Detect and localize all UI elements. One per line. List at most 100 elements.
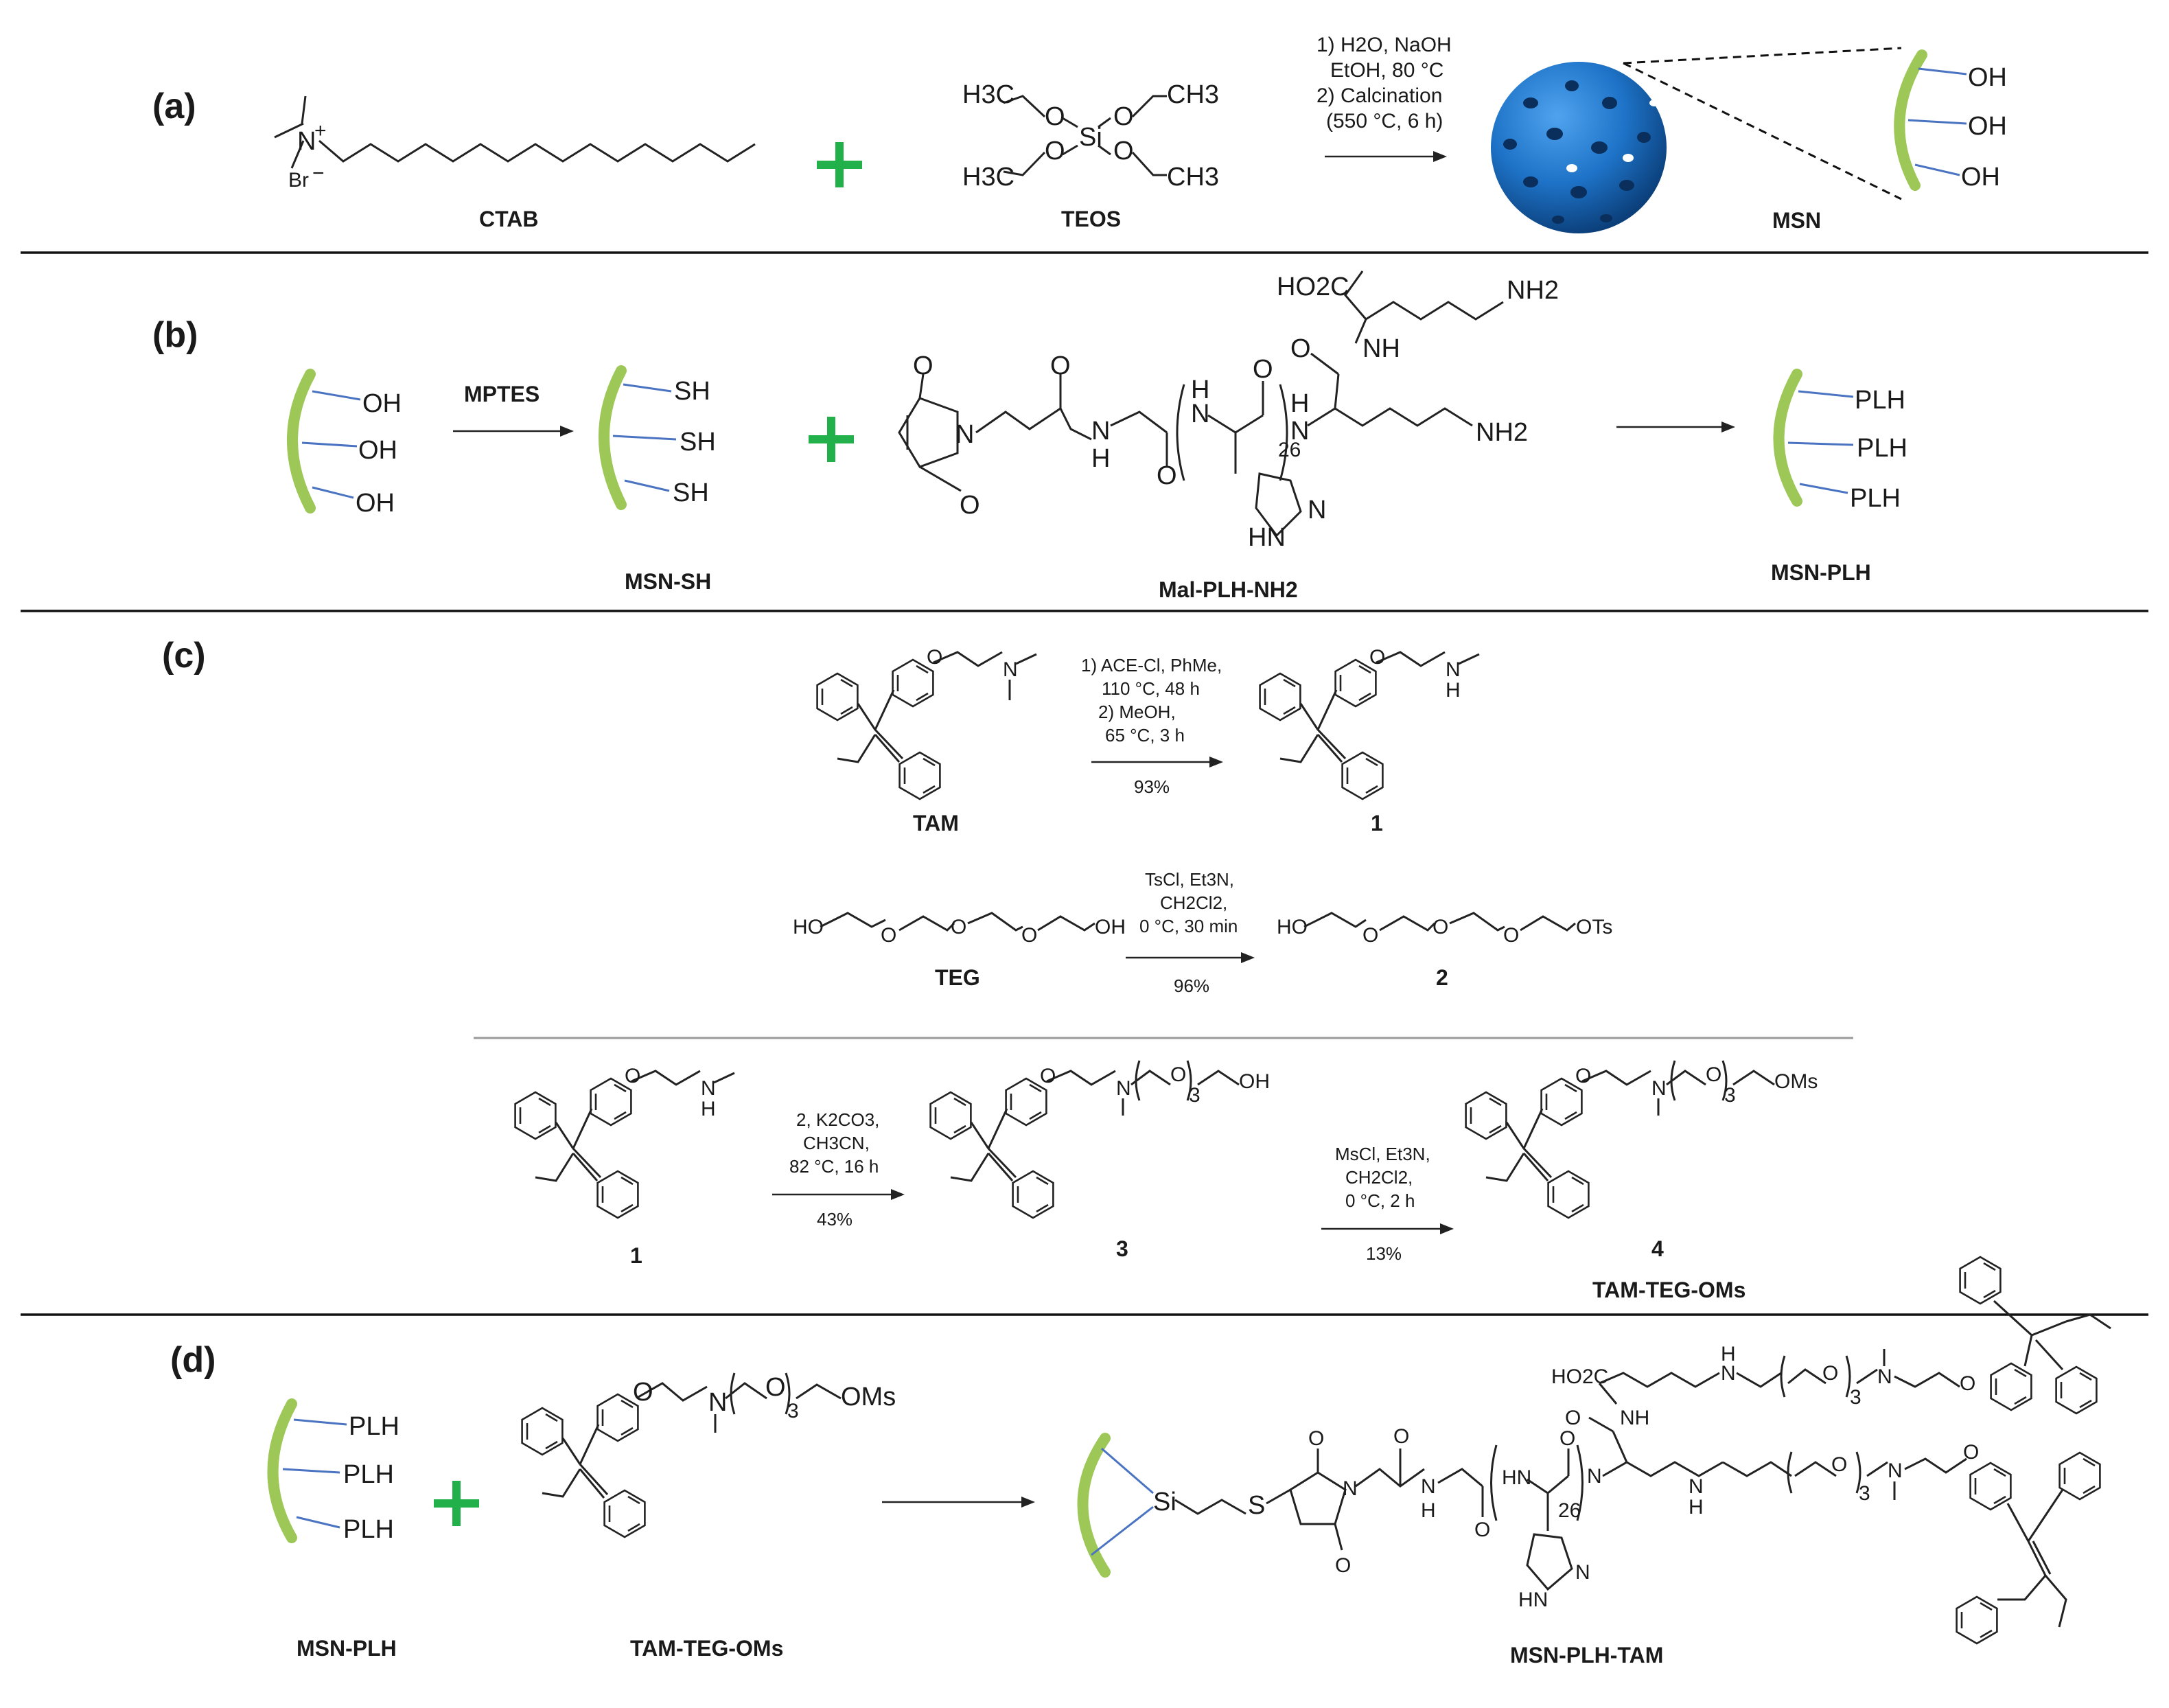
compound-2-structure: HO O O O OTs bbox=[1277, 912, 1612, 947]
b-plh-3: PLH bbox=[1850, 484, 1901, 513]
yield-c3b: 13% bbox=[1366, 1243, 1402, 1264]
cond-a-line4: (550 °C, 6 h) bbox=[1326, 110, 1443, 132]
tam-n: N bbox=[1003, 658, 1018, 681]
compound-1-structure: O N H bbox=[1259, 646, 1480, 800]
d-plh-2: PLH bbox=[343, 1460, 394, 1489]
product-o-repeat: O bbox=[1559, 1427, 1575, 1450]
product-s: S bbox=[1248, 1491, 1265, 1520]
yield-c2: 96% bbox=[1174, 976, 1209, 996]
mptes-reagent: MPTES bbox=[464, 382, 540, 406]
conditions-c2: TsCl, Et3N, CH2Cl2, 0 °C, 30 min 96% bbox=[1126, 869, 1255, 996]
teos-label: TEOS bbox=[1061, 207, 1121, 231]
d-tam-o: O bbox=[633, 1378, 653, 1407]
c1-h: H bbox=[1446, 679, 1461, 702]
product-nh-lys: NH bbox=[1620, 1407, 1649, 1429]
mal-plh-structure: O O N O N H O H N O 26 HN N H N NH2 O NH… bbox=[898, 270, 1559, 552]
ctab-plus-charge: + bbox=[314, 119, 327, 142]
cond-c1-line2: 110 °C, 48 h bbox=[1102, 678, 1200, 699]
teg-o3: O bbox=[1021, 924, 1037, 947]
product-o-upper: O bbox=[1960, 1372, 1975, 1395]
r3c1-o: O bbox=[625, 1065, 640, 1087]
conditions-c3a: 2, K2CO3, CH3CN, 82 °C, 16 h 43% bbox=[772, 1109, 905, 1230]
product-nh-1: N bbox=[1421, 1475, 1436, 1498]
product-o-peg-upper: O bbox=[1822, 1362, 1838, 1385]
msn-zoom-lines bbox=[1623, 47, 1902, 200]
c3-n: N bbox=[1116, 1077, 1131, 1100]
c1-o: O bbox=[1369, 646, 1385, 669]
plus-sign-b bbox=[809, 417, 854, 462]
conditions-c3b: MsCl, Et3N, CH2Cl2, 0 °C, 2 h 13% bbox=[1321, 1144, 1454, 1264]
mal-nh2-bottom: NH2 bbox=[1476, 418, 1528, 447]
product-n-lys: N bbox=[1587, 1465, 1602, 1488]
cond-c3b-line3: 0 °C, 2 h bbox=[1345, 1190, 1415, 1211]
msn-oh-3: OH bbox=[1961, 163, 2000, 192]
product-si: Si bbox=[1153, 1488, 1176, 1516]
d-tam-oms: OMs bbox=[841, 1383, 896, 1411]
msn-sphere bbox=[1491, 62, 1667, 233]
msn-surface-oh: OH OH OH bbox=[1894, 49, 2007, 192]
b-sh-3: SH bbox=[673, 478, 709, 507]
tam-structure: O N bbox=[816, 646, 1037, 800]
compound-3-label: 3 bbox=[1116, 1236, 1128, 1261]
product-hoc: HO2C bbox=[1551, 1365, 1608, 1388]
c3-o-peg: O bbox=[1170, 1063, 1186, 1086]
mal-hoc-top: HO2C bbox=[1277, 273, 1349, 301]
compound-4-structure: O N O 3 OMs bbox=[1465, 1060, 1818, 1219]
cond-c2-line1: TsCl, Et3N, bbox=[1145, 869, 1234, 890]
msn-oh-surface-b: OH OH OH bbox=[287, 369, 402, 518]
msn-oh-1: OH bbox=[1968, 63, 2007, 92]
conditions-c1: 1) ACE-Cl, PhMe, 110 °C, 48 h 2) MeOH, 6… bbox=[1081, 655, 1223, 797]
b-plh-1: PLH bbox=[1855, 386, 1905, 415]
panel-label-a: (a) bbox=[152, 86, 196, 126]
c4-n: N bbox=[1651, 1077, 1667, 1100]
ctab-minus-charge: − bbox=[312, 162, 325, 185]
cond-c3b-line2: CH2Cl2, bbox=[1345, 1167, 1413, 1188]
ctab-n-atom: N bbox=[297, 127, 316, 156]
cond-a-line3: 2) Calcination bbox=[1317, 84, 1442, 107]
mal-plh-label: Mal-PLH-NH2 bbox=[1159, 577, 1298, 602]
panel-label-d: (d) bbox=[170, 1340, 216, 1380]
d-plh-3: PLH bbox=[343, 1515, 394, 1544]
product-n-lower: N bbox=[1689, 1475, 1704, 1498]
mal-sub-26: 26 bbox=[1278, 439, 1301, 461]
compound-4-label: 4 bbox=[1651, 1236, 1664, 1261]
msn-plh-label-b: MSN-PLH bbox=[1771, 560, 1871, 585]
mal-h-2: H bbox=[1290, 389, 1309, 418]
c4-o-peg: O bbox=[1706, 1063, 1721, 1086]
product-n-ring: N bbox=[1575, 1561, 1590, 1584]
product-sub26: 26 bbox=[1558, 1499, 1581, 1522]
d-tam-o-peg: O bbox=[765, 1373, 786, 1402]
teos-o3-atom: O bbox=[1045, 137, 1065, 165]
msn-plh-label-d: MSN-PLH bbox=[297, 1636, 397, 1661]
product-hn-repeat: HN bbox=[1502, 1466, 1531, 1489]
cond-c1-line1: 1) ACE-Cl, PhMe, bbox=[1081, 655, 1222, 676]
cond-c1-line3: 2) MeOH, bbox=[1098, 702, 1176, 722]
product-o-amide2: O bbox=[1474, 1519, 1490, 1541]
b-plh-2: PLH bbox=[1857, 434, 1907, 463]
teos-h3c-bottom: H3C bbox=[962, 163, 1014, 192]
teos-h3c-top: H3C bbox=[962, 80, 1014, 109]
cond-c2-line3: 0 °C, 30 min bbox=[1139, 916, 1238, 936]
teg-structure: HO O O O OH bbox=[793, 912, 1126, 947]
msn-sh-label: MSN-SH bbox=[625, 569, 711, 594]
r3c1-n: N bbox=[701, 1077, 716, 1100]
teos-o4-atom: O bbox=[1113, 137, 1134, 165]
teg-ho: HO bbox=[793, 916, 824, 938]
mal-n-h-top: H bbox=[1191, 376, 1209, 404]
compound-2-label: 2 bbox=[1436, 965, 1448, 990]
r3c1-h: H bbox=[701, 1098, 716, 1120]
plus-sign-d bbox=[434, 1481, 479, 1526]
product-sub3-lower: 3 bbox=[1859, 1482, 1870, 1505]
product-o-amide1: O bbox=[1393, 1425, 1409, 1448]
row3-compound-1: O N H bbox=[514, 1065, 735, 1219]
teg-o1: O bbox=[881, 924, 896, 947]
cond-c2-line2: CH2Cl2, bbox=[1160, 892, 1227, 913]
cond-c1-line4: 65 °C, 3 h bbox=[1105, 725, 1185, 746]
c2-o3: O bbox=[1503, 924, 1519, 947]
mal-nh-lys: NH bbox=[1362, 334, 1400, 363]
cond-a-line1: 1) H2O, NaOH bbox=[1317, 34, 1452, 56]
product-n-succ: N bbox=[1343, 1477, 1358, 1500]
ctab-br-atom: Br bbox=[288, 169, 309, 192]
compound-1-label: 1 bbox=[1371, 811, 1383, 835]
product-h-lower: H bbox=[1689, 1496, 1704, 1519]
